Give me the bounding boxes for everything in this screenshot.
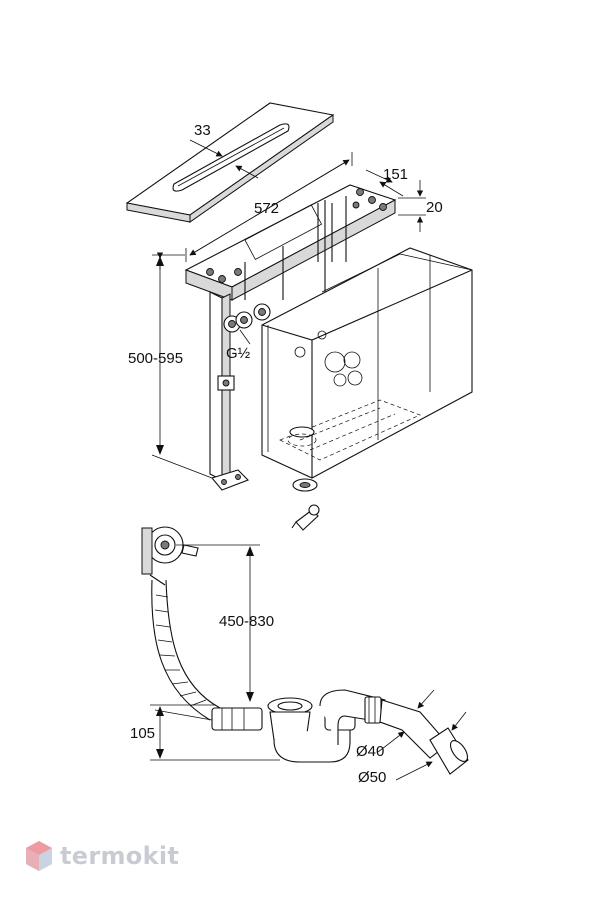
dimension-572: 572: [185, 152, 353, 262]
dim-label-572: 572: [254, 200, 279, 217]
dimension-450-830: 450-830: [176, 544, 274, 702]
cube-logo-icon: [26, 841, 52, 871]
dimension-500-595: 500-595: [128, 252, 213, 479]
dim-label-500-595: 500-595: [128, 350, 183, 367]
dimension-33: 33: [189, 122, 259, 179]
water-tank: [261, 247, 473, 479]
mounting-frame: [184, 184, 397, 301]
dim-label-g-half: G½: [226, 345, 251, 362]
tank-outlet-fittings: [291, 478, 320, 531]
dim-label-d40: Ø40: [356, 743, 384, 760]
dim-label-20: 20: [426, 199, 443, 216]
brand-name: termokit: [60, 842, 180, 870]
valve-connectors: G½: [223, 303, 271, 362]
diameter-annotations: Ø40 Ø50: [356, 689, 467, 786]
dim-label-151: 151: [383, 166, 408, 183]
overflow-assembly: [141, 526, 199, 586]
dimension-20: 20: [398, 180, 443, 232]
dim-label-d50: Ø50: [358, 769, 386, 786]
dim-label-105: 105: [130, 725, 155, 742]
flexible-hose: [151, 579, 221, 721]
dim-label-33: 33: [194, 122, 211, 139]
top-cover-plate: [125, 102, 335, 223]
drain-siphon: [211, 689, 469, 775]
support-leg: [209, 291, 249, 491]
dim-label-450-830: 450-830: [219, 613, 274, 630]
dimension-105: 105: [130, 704, 280, 761]
termokit-logo: termokit: [24, 836, 179, 876]
dimension-151: 151: [365, 166, 408, 197]
